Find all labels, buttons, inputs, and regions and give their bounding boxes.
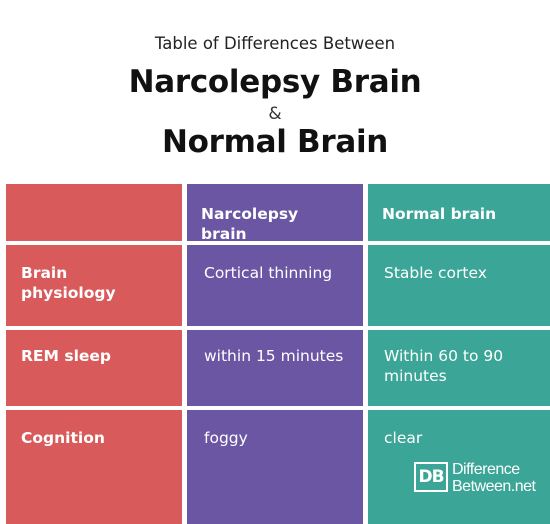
cell-narcolepsy-rem-sleep: within 15 minutes (187, 330, 363, 406)
header-cell-normal: Normal brain (368, 184, 550, 241)
row-label-cognition: Cognition (6, 410, 182, 524)
comparison-table: Narcolepsy brain Normal brain Brain phys… (0, 184, 550, 524)
header-cell-narcolepsy: Narcolepsy brain (187, 184, 363, 243)
page-subtitle: Table of Differences Between (154, 34, 396, 53)
row-label-rem-sleep: REM sleep (6, 330, 182, 406)
header-cell-empty (6, 184, 182, 241)
page-title-line2: Normal Brain (161, 124, 389, 160)
cell-narcolepsy-cognition: foggy (187, 410, 363, 524)
watermark-line2: Between.net (452, 478, 536, 495)
cell-normal-brain-physiology: Stable cortex (368, 245, 550, 326)
watermark-line1: Difference (452, 461, 520, 478)
cell-normal-rem-sleep: Within 60 to 90 minutes (368, 330, 550, 406)
row-label-brain-physiology: Brain physiology (6, 245, 182, 326)
db-logo-icon: DB (414, 462, 448, 492)
watermark-logo: DB Difference Between.net (414, 460, 550, 498)
cell-normal-cognition: clear (368, 410, 550, 524)
page-title-line1: Narcolepsy Brain (128, 64, 422, 100)
cell-narcolepsy-brain-physiology: Cortical thinning (187, 245, 363, 326)
title-ampersand: & (268, 104, 282, 124)
